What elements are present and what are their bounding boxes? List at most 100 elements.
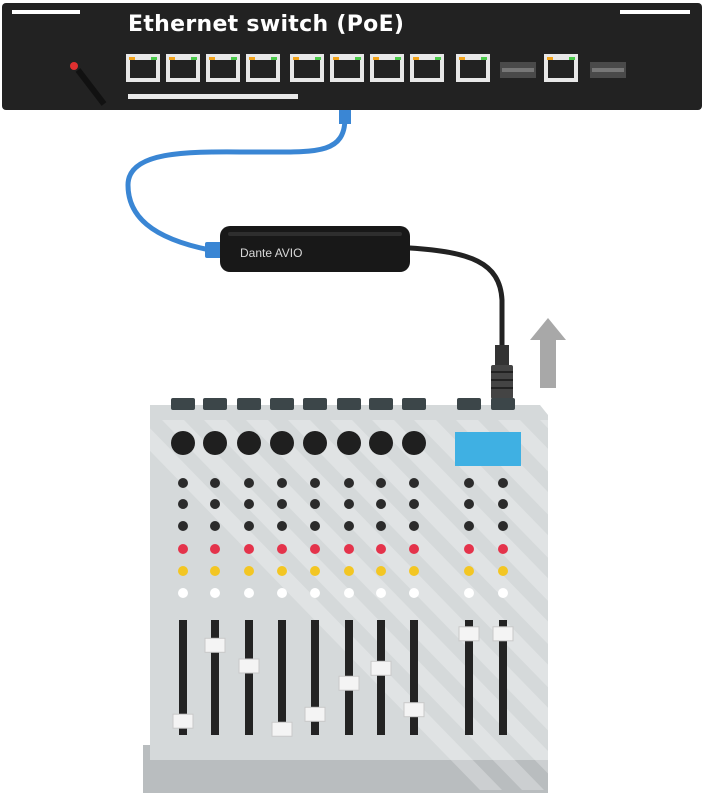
rj45-port-socket-2 xyxy=(170,60,196,78)
led-white-8 xyxy=(409,588,419,598)
rj45-port-socket-7 xyxy=(374,60,400,78)
eq-knob-3-3 xyxy=(244,521,254,531)
eq-knob-4-3 xyxy=(277,521,287,531)
fader-knob-8 xyxy=(403,702,425,718)
xlr-cable xyxy=(407,245,505,348)
eq-knob-2-2 xyxy=(210,499,220,509)
adapter-highlight xyxy=(228,232,402,236)
rj45-port-socket-5 xyxy=(294,60,320,78)
port-led-amber-9 xyxy=(459,57,465,60)
rj45-port-socket-9 xyxy=(460,60,486,78)
shadow-stripe-2 xyxy=(162,420,544,790)
led-white-4 xyxy=(277,588,287,598)
eq-knob-6-1 xyxy=(344,478,354,488)
fader-track-4 xyxy=(278,620,286,735)
fader-knob-4 xyxy=(271,721,293,737)
fader-track-9 xyxy=(465,620,473,735)
led-red-8 xyxy=(409,544,419,554)
shadow-stripe-14 xyxy=(666,420,705,790)
port-led-green-10 xyxy=(569,57,575,60)
shadow-stripe-8 xyxy=(414,420,548,790)
fader-knob-6 xyxy=(338,675,360,691)
eq-knob-8-3 xyxy=(409,521,419,531)
switch-rack-mark-left xyxy=(12,10,80,14)
switch-shadow-line xyxy=(75,68,107,106)
input-jack-2 xyxy=(203,398,227,410)
eq-knob-9-1 xyxy=(464,478,474,488)
led-yellow-9 xyxy=(464,566,474,576)
eq-knob-7-1 xyxy=(376,478,386,488)
xlr-connector-neck xyxy=(495,345,509,365)
switch-title: Ethernet switch (PoE) xyxy=(128,12,405,37)
led-yellow-10 xyxy=(498,566,508,576)
port-led-amber-4 xyxy=(249,57,255,60)
led-red-3 xyxy=(244,544,254,554)
led-yellow-3 xyxy=(244,566,254,576)
shadow-stripe-6 xyxy=(330,420,548,790)
port-led-green-4 xyxy=(271,57,277,60)
shadow-stripe-12 xyxy=(582,420,705,790)
fader-knob-9 xyxy=(458,626,480,642)
input-jack-7 xyxy=(369,398,393,410)
eq-knob-1-2 xyxy=(178,499,188,509)
eq-knob-2-3 xyxy=(210,521,220,531)
eq-knob-10-2 xyxy=(498,499,508,509)
input-jack-9 xyxy=(457,398,481,410)
led-yellow-2 xyxy=(210,566,220,576)
eq-knob-5-1 xyxy=(310,478,320,488)
rj45-port-socket-4 xyxy=(250,60,276,78)
led-white-2 xyxy=(210,588,220,598)
led-red-7 xyxy=(376,544,386,554)
shadow-stripe-5 xyxy=(288,420,548,790)
switch-rack-mark-right xyxy=(620,10,690,14)
led-yellow-1 xyxy=(178,566,188,576)
eq-knob-5-3 xyxy=(310,521,320,531)
led-white-3 xyxy=(244,588,254,598)
port-led-amber-2 xyxy=(169,57,175,60)
led-red-4 xyxy=(277,544,287,554)
input-jack-3 xyxy=(237,398,261,410)
port-led-amber-7 xyxy=(373,57,379,60)
led-yellow-7 xyxy=(376,566,386,576)
fader-track-10 xyxy=(499,620,507,735)
led-red-10 xyxy=(498,544,508,554)
port-led-green-8 xyxy=(435,57,441,60)
port-led-amber-3 xyxy=(209,57,215,60)
eq-knob-10-3 xyxy=(498,521,508,531)
ethernet-cable xyxy=(125,115,348,253)
fader-track-1 xyxy=(179,620,187,735)
fader-knob-3 xyxy=(238,658,260,674)
power-led-icon xyxy=(70,62,78,70)
shadow-stripe-11 xyxy=(540,420,548,790)
led-white-9 xyxy=(464,588,474,598)
gain-knob-6 xyxy=(337,431,361,455)
status-strip xyxy=(128,94,298,99)
rj45-port-socket-3 xyxy=(210,60,236,78)
fader-knob-1 xyxy=(172,713,194,729)
rj45-port-socket-8 xyxy=(414,60,440,78)
mixing-console xyxy=(143,398,705,793)
eq-knob-1-3 xyxy=(178,521,188,531)
port-led-green-5 xyxy=(315,57,321,60)
eq-knob-1-1 xyxy=(178,478,188,488)
led-red-2 xyxy=(210,544,220,554)
cable-plug-switch xyxy=(339,110,351,124)
port-led-green-6 xyxy=(355,57,361,60)
led-white-10 xyxy=(498,588,508,598)
led-yellow-5 xyxy=(310,566,320,576)
fader-knob-2 xyxy=(204,637,226,653)
eq-knob-8-1 xyxy=(409,478,419,488)
led-red-5 xyxy=(310,544,320,554)
led-yellow-8 xyxy=(409,566,419,576)
ethernet-switch xyxy=(2,3,702,110)
led-white-7 xyxy=(376,588,386,598)
port-led-amber-10 xyxy=(547,57,553,60)
fader-track-7 xyxy=(377,620,385,735)
led-white-5 xyxy=(310,588,320,598)
led-yellow-6 xyxy=(344,566,354,576)
eq-knob-7-2 xyxy=(376,499,386,509)
eq-knob-8-2 xyxy=(409,499,419,509)
port-led-amber-8 xyxy=(413,57,419,60)
adapter-label: Dante AVIO xyxy=(240,246,303,260)
port-led-amber-1 xyxy=(129,57,135,60)
